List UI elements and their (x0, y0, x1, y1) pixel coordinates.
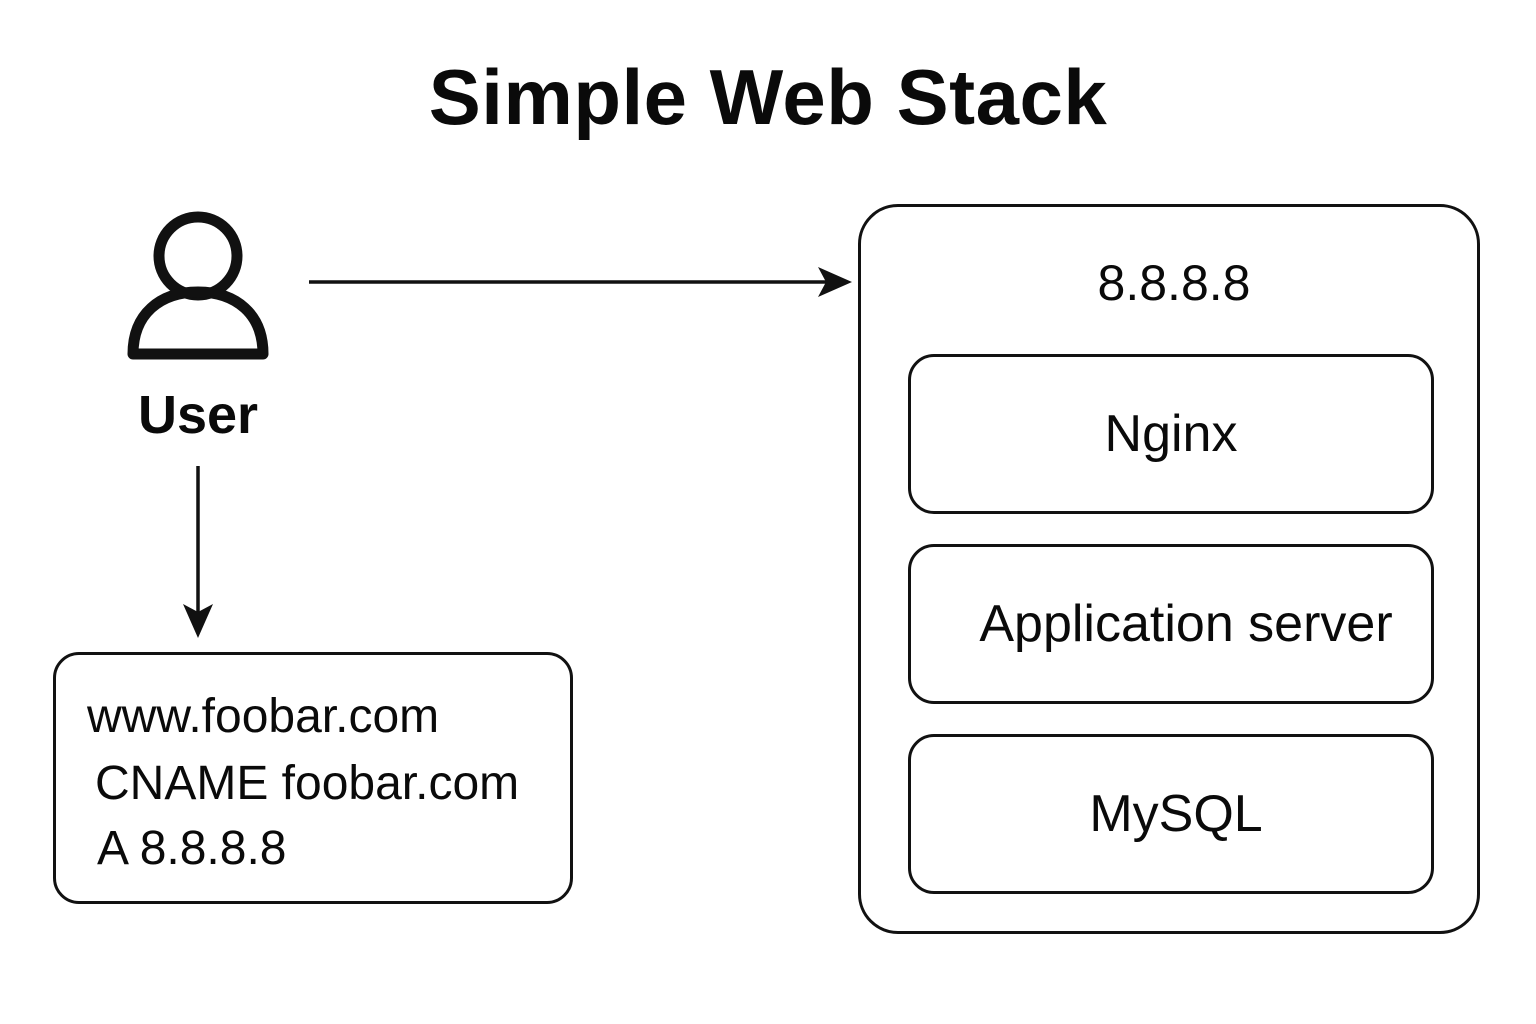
nginx-label: Nginx (1104, 405, 1238, 463)
nginx-box: Nginx (908, 354, 1434, 514)
user-icon (127, 211, 269, 360)
dns-domain: www.foobar.com (87, 690, 440, 743)
dns-record-box: www.foobar.com CNAME foobar.com A 8.8.8.… (53, 652, 573, 904)
user-label: User (137, 385, 259, 445)
diagram-title: Simple Web Stack (428, 53, 1108, 141)
application-server-label: Application server (979, 595, 1393, 653)
server-box: 8.8.8.8 Nginx Application server MySQL (858, 204, 1480, 934)
arrow-user-to-dns (183, 466, 213, 638)
server-ip: 8.8.8.8 (1097, 255, 1251, 311)
arrow-user-to-server (309, 267, 852, 297)
mysql-box: MySQL (908, 734, 1434, 894)
application-server-box: Application server (908, 544, 1434, 704)
mysql-label: MySQL (1089, 785, 1263, 843)
dns-cname-record: CNAME foobar.com (95, 757, 520, 810)
dns-a-record: A 8.8.8.8 (97, 822, 287, 875)
